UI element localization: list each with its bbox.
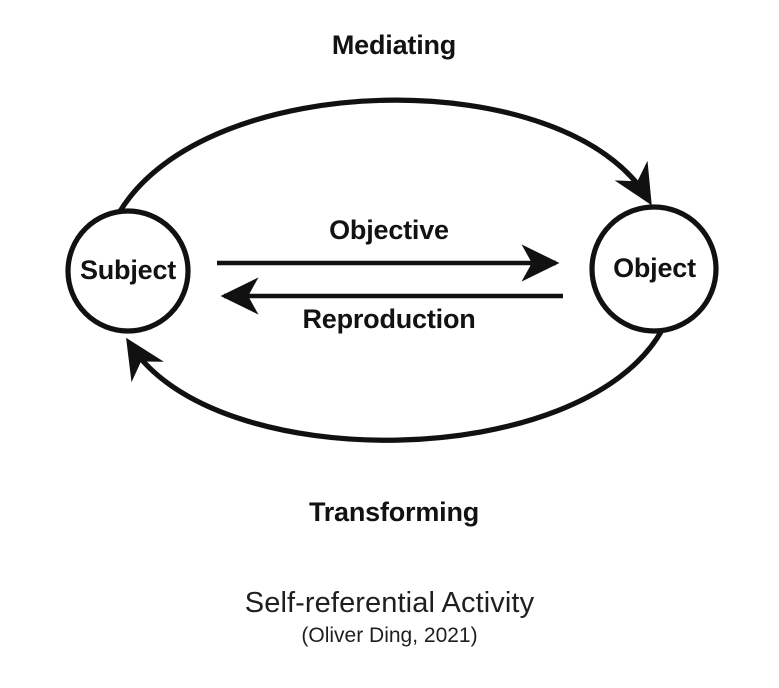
node-object-circle bbox=[589, 204, 719, 334]
edge-mediating-arc bbox=[116, 97, 652, 216]
caption-title: Self-referential Activity bbox=[244, 587, 535, 619]
edge-label-mediating: Mediating bbox=[331, 30, 457, 60]
edge-label-reproduction: Reproduction bbox=[302, 304, 476, 334]
edge-transforming-arc bbox=[126, 327, 665, 443]
edge-label-transforming: Transforming bbox=[308, 497, 480, 527]
node-label-object: Object bbox=[613, 253, 696, 283]
caption-credit: (Oliver Ding, 2021) bbox=[301, 624, 478, 647]
caption-block: Self-referential Activity (Oliver Ding, … bbox=[0, 585, 779, 650]
edge-label-objective: Objective bbox=[329, 215, 449, 245]
node-subject-circle bbox=[65, 208, 191, 334]
node-label-subject: Subject bbox=[79, 255, 177, 285]
